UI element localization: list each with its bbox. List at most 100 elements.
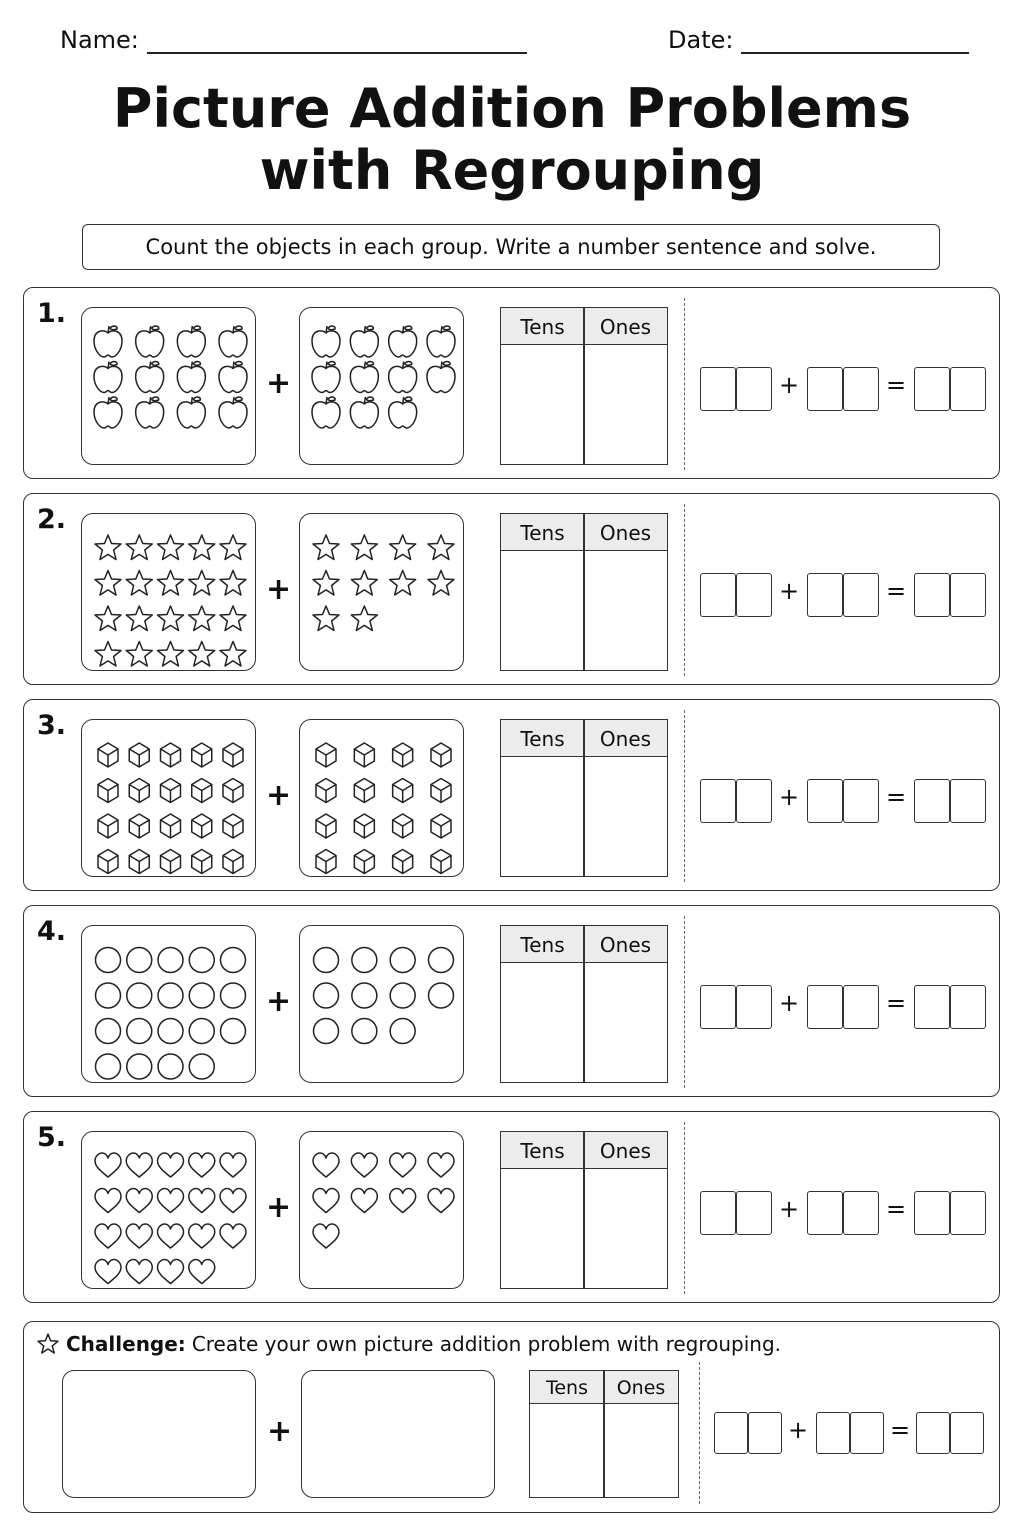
answer-box[interactable]	[914, 985, 950, 1029]
answer-box[interactable]	[736, 985, 772, 1029]
circle-icon	[126, 946, 153, 974]
cube-icon	[391, 813, 414, 839]
name-input-line[interactable]	[146, 30, 527, 54]
answer-box[interactable]	[807, 779, 843, 823]
circle-icon	[126, 1053, 153, 1080]
answer-box[interactable]	[700, 1191, 736, 1235]
plus-sign: +	[779, 577, 800, 605]
plus-sign: +	[266, 778, 292, 813]
answer-box[interactable]	[700, 985, 736, 1029]
answer-box[interactable]	[736, 779, 772, 823]
answer-box[interactable]	[916, 1412, 950, 1454]
answer-box[interactable]	[807, 985, 843, 1029]
answer-box[interactable]	[700, 779, 736, 823]
problem-number: 4.	[37, 916, 67, 947]
circle-icon	[351, 982, 378, 1009]
answer-box[interactable]	[736, 367, 772, 411]
answer-box[interactable]	[843, 1191, 879, 1235]
star-icon	[219, 534, 247, 561]
answer-box[interactable]	[950, 1412, 984, 1454]
answer-box[interactable]	[807, 367, 843, 411]
plus-sign: +	[779, 371, 800, 399]
ones-header: Ones	[599, 933, 652, 957]
challenge-section: Challenge: Create your own picture addit…	[23, 1321, 1000, 1513]
star-icon	[188, 534, 216, 561]
cube-icon	[353, 848, 376, 875]
answer-box[interactable]	[714, 1412, 748, 1454]
cube-icon	[97, 777, 119, 804]
name-field[interactable]: Name:	[60, 26, 527, 54]
star-icon	[312, 569, 340, 596]
object-group-b	[299, 307, 464, 465]
answer-box[interactable]	[700, 367, 736, 411]
circle-icon	[312, 1017, 340, 1045]
chart-divider	[583, 1132, 585, 1288]
chart-divider	[603, 1371, 605, 1497]
answer-box[interactable]	[950, 367, 986, 411]
answer-box[interactable]	[914, 367, 950, 411]
cube-icon	[128, 813, 150, 839]
problem-number: 3.	[37, 710, 67, 741]
heart-icon	[125, 1223, 153, 1249]
answer-box[interactable]	[816, 1412, 850, 1454]
answer-box[interactable]	[748, 1412, 782, 1454]
apple-icon	[387, 325, 418, 358]
challenge-group-a-box[interactable]	[62, 1370, 256, 1498]
answer-box[interactable]	[807, 1191, 843, 1235]
answer-box[interactable]	[843, 779, 879, 823]
answer-box[interactable]	[843, 573, 879, 617]
heart-icon	[94, 1187, 122, 1214]
answer-box[interactable]	[950, 1191, 986, 1235]
plus-sign: +	[779, 989, 800, 1017]
object-grid	[315, 742, 452, 875]
circle-icon	[94, 1053, 122, 1080]
dashed-divider	[684, 710, 685, 882]
date-input-line[interactable]	[741, 30, 970, 54]
cube-icon	[430, 813, 452, 839]
heart-icon	[427, 1187, 455, 1214]
heart-icon	[125, 1258, 153, 1285]
object-group-a	[81, 513, 256, 671]
problem-number: 5.	[37, 1122, 67, 1153]
apple-icon	[426, 325, 456, 358]
cube-icon	[128, 742, 150, 768]
star-icon	[312, 534, 340, 561]
cube-icon	[128, 848, 150, 875]
number-sentence: +=	[700, 573, 990, 617]
challenge-place-value-chart[interactable]: Tens Ones	[529, 1370, 679, 1498]
answer-box[interactable]	[843, 985, 879, 1029]
answer-box[interactable]	[914, 1191, 950, 1235]
date-field[interactable]: Date:	[668, 26, 970, 54]
apple-icon	[311, 360, 341, 394]
cube-icon	[353, 742, 376, 768]
heart-icon	[125, 1187, 153, 1214]
object-group-a	[81, 719, 256, 877]
ones-header: Ones	[599, 727, 652, 751]
plus-sign: +	[788, 1416, 809, 1444]
answer-box[interactable]	[700, 573, 736, 617]
answer-box[interactable]	[736, 573, 772, 617]
answer-box[interactable]	[914, 573, 950, 617]
cube-icon	[159, 742, 182, 768]
answer-box[interactable]	[850, 1412, 884, 1454]
answer-box[interactable]	[843, 367, 879, 411]
challenge-group-b-box[interactable]	[301, 1370, 495, 1498]
answer-box[interactable]	[807, 573, 843, 617]
heart-icon	[219, 1187, 247, 1214]
answer-box[interactable]	[950, 985, 986, 1029]
star-icon	[156, 605, 185, 632]
answer-box[interactable]	[736, 1191, 772, 1235]
cube-icon	[222, 742, 244, 768]
circle-icon	[427, 946, 455, 974]
answer-box[interactable]	[950, 779, 986, 823]
circle-icon	[94, 982, 122, 1009]
answer-box[interactable]	[950, 573, 986, 617]
circle-icon	[219, 946, 247, 974]
answer-box[interactable]	[914, 779, 950, 823]
